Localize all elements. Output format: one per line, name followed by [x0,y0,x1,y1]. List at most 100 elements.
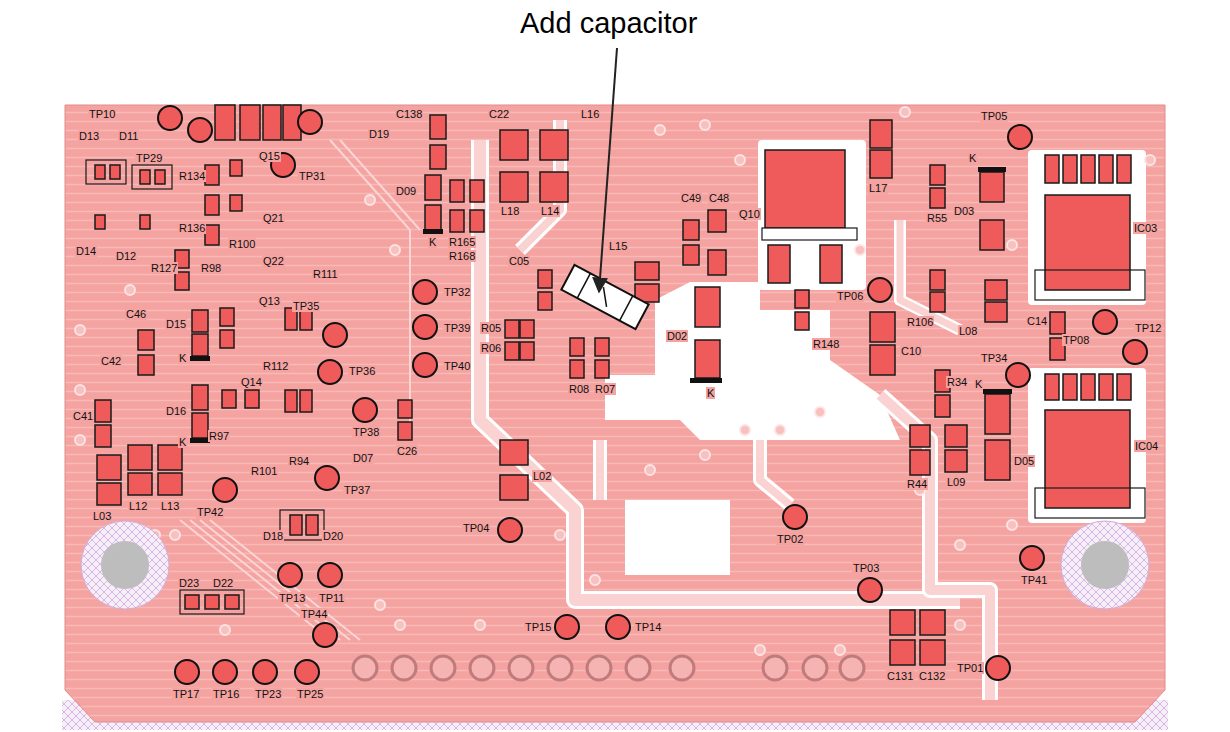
copper-clearance [1028,150,1146,305]
test-point [318,563,342,587]
smd-pad [695,340,720,378]
smd-pad [505,342,519,360]
via [555,530,565,540]
smd-pad [215,105,235,140]
via [775,425,785,435]
cathode-bar [190,438,210,443]
copper-clearance [605,140,1146,575]
part-label: L08 [958,325,978,337]
smd-pad [138,355,154,375]
smd-pad [128,445,152,470]
part-label: TP32 [443,286,471,298]
part-label: D03 [953,205,975,217]
smd-pad [1099,374,1113,400]
part-label: R97 [208,430,230,442]
smd-pad [795,312,809,330]
connector-hole [626,656,650,680]
part-label: TP31 [298,170,326,182]
smd-pad [920,640,945,665]
package-outline [280,510,324,540]
part-label: TP37 [343,484,371,496]
part-label: C131 [886,670,914,682]
smd-pad [140,215,150,229]
test-point [868,278,892,302]
copper-trace [760,440,790,505]
part-label: D15 [165,318,187,330]
copper-clearance [1028,368,1146,523]
package-outline [132,165,172,189]
cathode-bar [190,167,1012,443]
connector-hole [431,656,455,680]
smd-pad [192,334,208,356]
cathode-mark: K [428,236,437,248]
package-outline [86,160,126,184]
part-label: R101 [250,465,278,477]
smd-pad [930,165,945,185]
connector-hole [670,656,694,680]
part-label: TP05 [980,110,1008,122]
cathode-bar [983,389,1012,394]
via [375,600,385,610]
via [220,625,230,635]
copper-trace [760,440,790,505]
smd-pad [398,422,412,440]
smd-pad [240,105,260,140]
smd-pad [470,180,484,202]
smd-pad [870,312,895,342]
part-label: TP23 [254,688,282,700]
smd-pad [245,390,259,408]
added-capacitor [577,273,590,298]
added-capacitor [561,265,648,329]
smd-pad [425,205,441,230]
smd-pad [890,640,915,665]
part-label: C49 [680,192,702,204]
via [75,385,85,395]
via [395,620,405,630]
via [1007,240,1017,250]
smd-pad [500,130,528,160]
part-label: L03 [92,510,112,522]
part-label: D11 [118,130,139,142]
part-label: L13 [160,500,180,512]
part-label: L14 [540,205,560,217]
added-capacitor [561,265,648,329]
smd-pad [935,395,950,417]
test-point [278,563,302,587]
smd-pad [1063,374,1077,400]
via [75,325,85,335]
part-label: R05 [480,322,502,334]
part-label: C138 [395,108,423,120]
smd-pad [158,473,182,495]
smd-pad [980,172,1004,202]
copper-trace [880,395,990,700]
smd-pad [1050,312,1065,334]
test-point [315,466,339,490]
part-label: D23 [178,577,200,589]
part-label: Q21 [262,212,285,224]
callout-text: Add capacitor [518,6,699,40]
cathode-mark: K [178,352,187,364]
part-label: R98 [200,262,222,274]
smd-pad [97,455,121,480]
part-label: TP01 [956,662,984,674]
smd-pad [500,440,528,465]
copper-trace [880,395,990,700]
smd-pad [708,210,726,232]
smd-pad [570,360,584,378]
smd-pad [1117,374,1131,400]
copper-trace [480,140,960,600]
connector-hole [763,656,787,680]
part-label: TP42 [196,506,224,518]
part-label: D07 [352,452,374,464]
part-label: R136 [178,222,206,234]
copper-trace [900,220,960,330]
board-copper [65,105,1165,722]
test-point [175,660,199,684]
smd-pad [930,270,945,290]
test-point [158,106,1147,684]
via [390,245,400,255]
part-label: C41 [72,410,94,422]
part-label: TP14 [634,621,662,633]
test-point [413,280,437,304]
via [740,425,750,435]
